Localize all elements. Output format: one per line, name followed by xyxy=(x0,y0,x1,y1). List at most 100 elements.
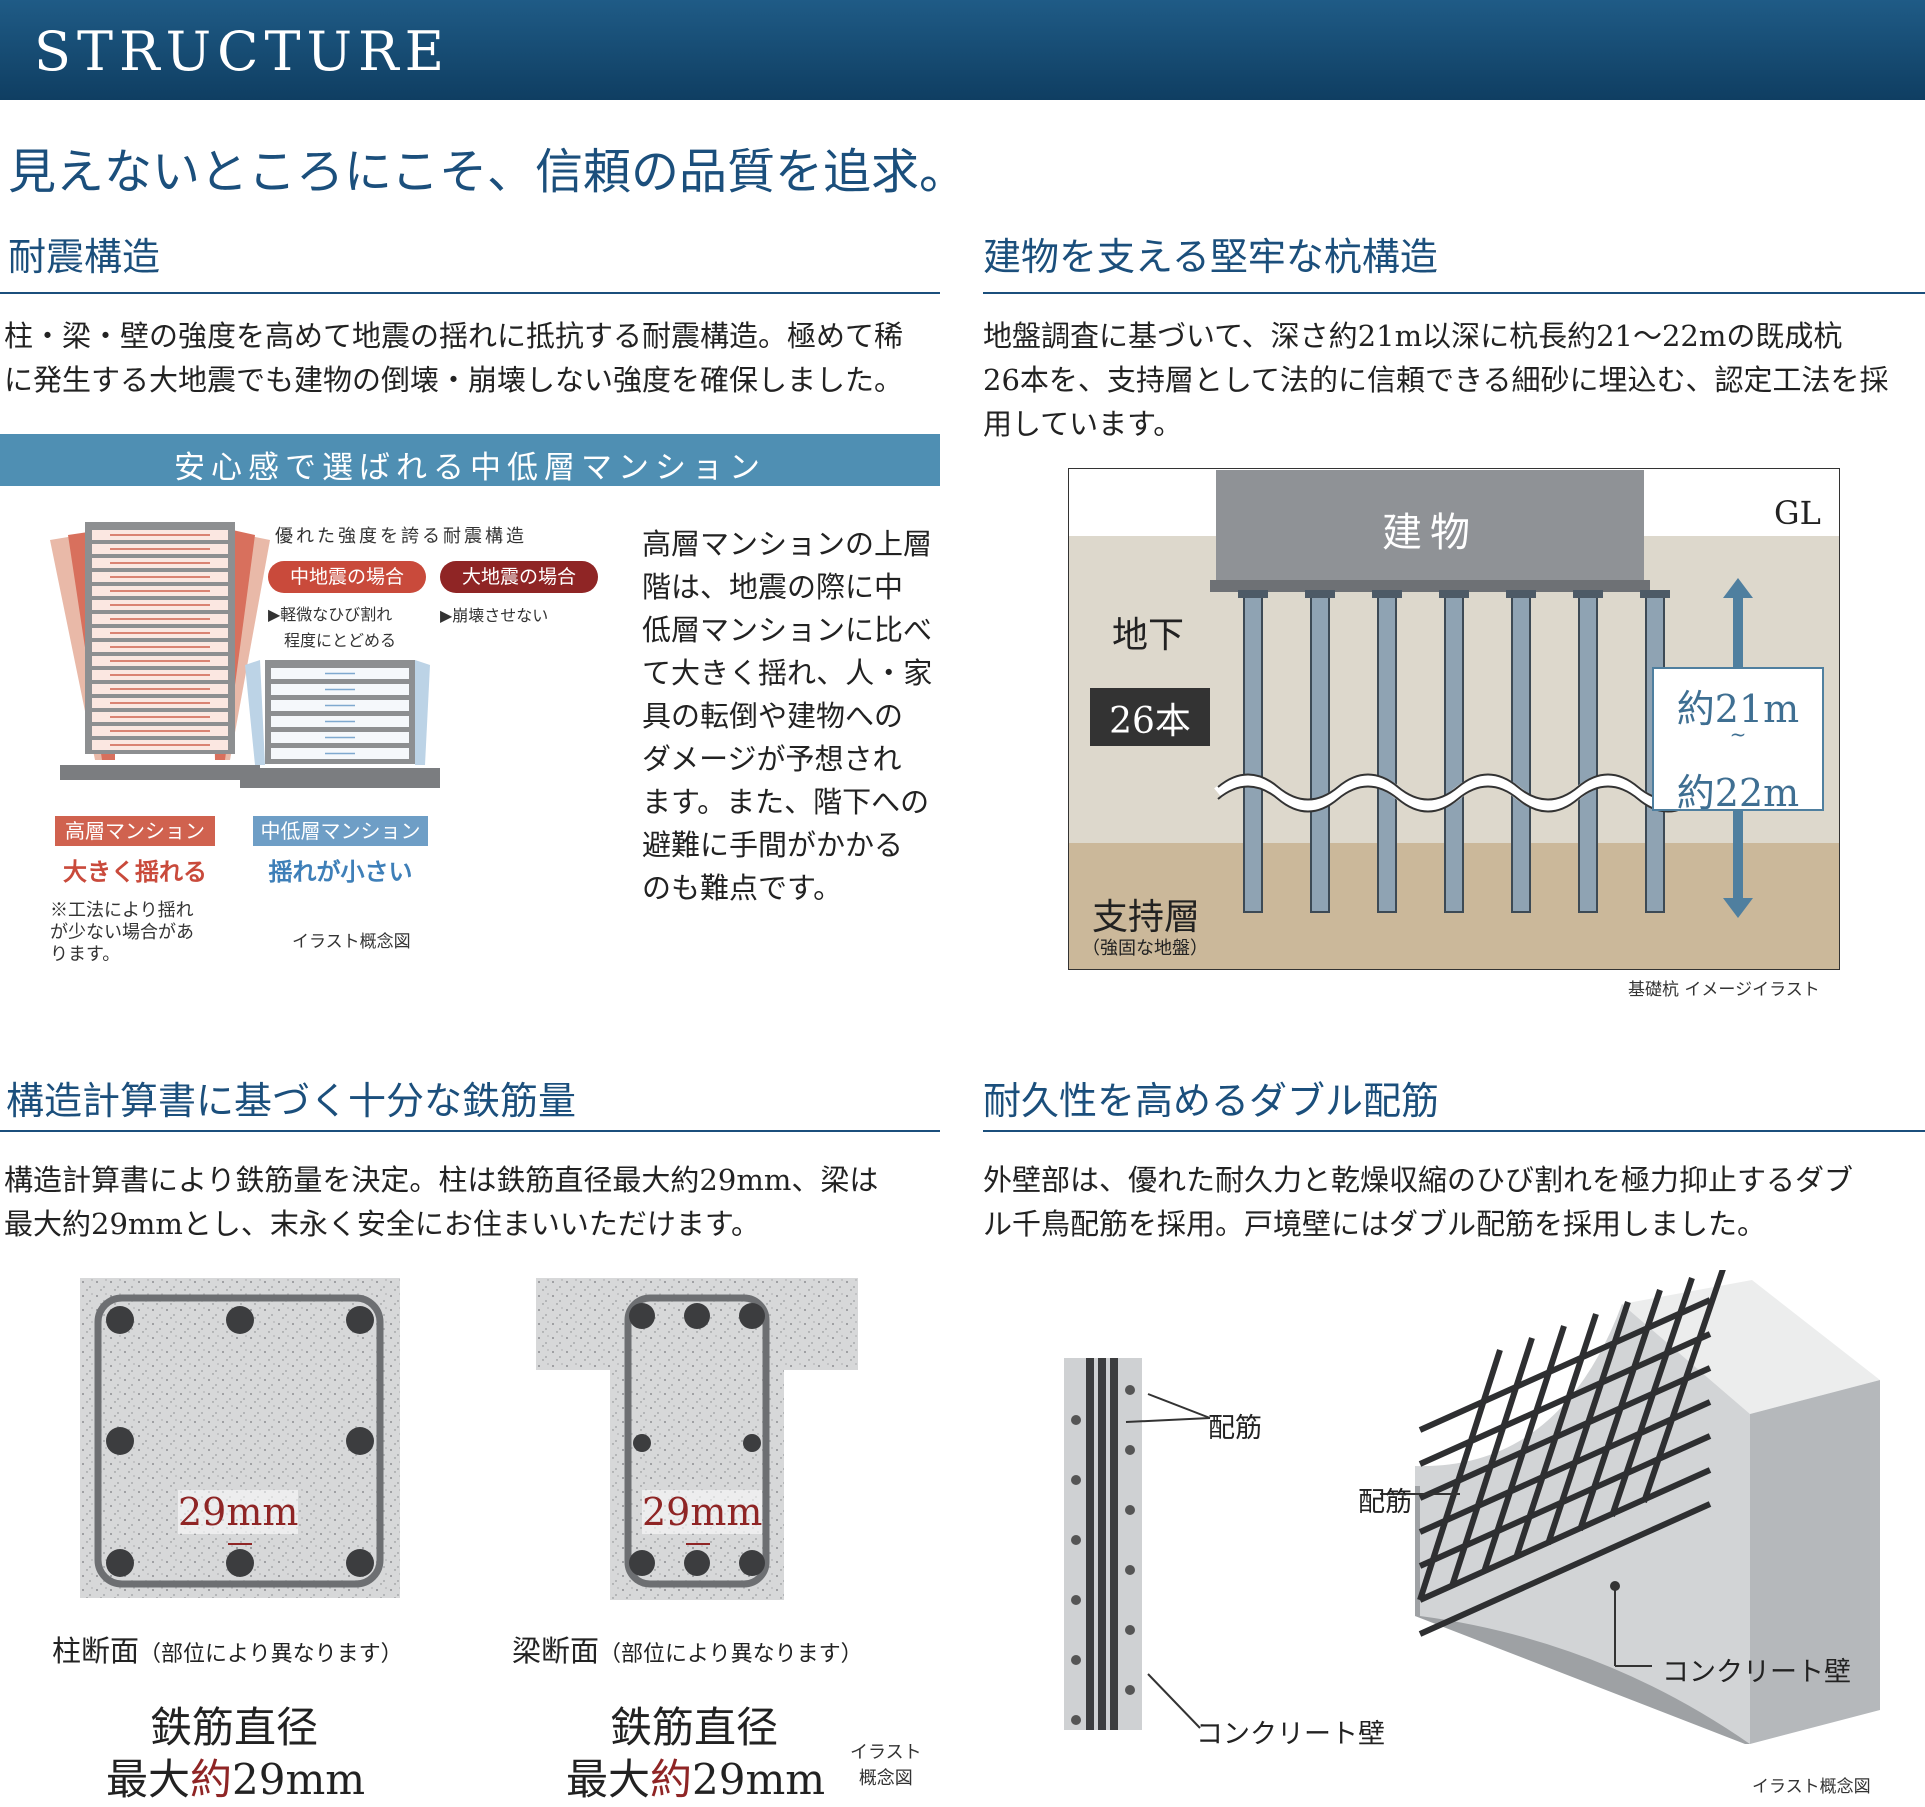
rebar-text: 構造計算書により鉄筋量を決定。柱は鉄筋直径最大約29mm、梁は 最大約29mmと… xyxy=(4,1163,879,1241)
wave-break-bottom xyxy=(1217,785,1699,813)
note-mid: ▶軽微なひび割れ 程度にとどめる xyxy=(268,605,397,650)
mid-rise-illustration xyxy=(240,660,440,788)
block-concrete-label: コンクリート壁 xyxy=(1662,1657,1851,1688)
strength-title: 優れた強度を誇る耐震構造 xyxy=(275,526,527,547)
mid-rise-base xyxy=(240,768,440,788)
pile-cap xyxy=(1439,590,1469,598)
foundation-pile xyxy=(1377,591,1397,913)
wall-dot xyxy=(1125,1685,1135,1695)
column-diameter-label: 鉄筋直径 xyxy=(150,1703,319,1752)
column-section xyxy=(80,1278,400,1598)
beam-bar xyxy=(629,1550,655,1576)
wall-dot xyxy=(1125,1445,1135,1455)
quake-banner xyxy=(0,434,940,486)
high-rise-base xyxy=(60,765,260,780)
mid-sway-right xyxy=(415,660,430,765)
double-text: 外壁部は、優れた耐久力と乾燥収縮のひび割れを極力抑止するダブ ル千鳥配筋を採用。… xyxy=(983,1163,1854,1241)
rebar-pointer-top xyxy=(1147,1393,1211,1419)
wall-dot xyxy=(1071,1595,1081,1605)
rebar-pointer-bottom xyxy=(1125,1417,1211,1423)
pile-title: 建物を支える堅牢な杭構造 xyxy=(983,235,1438,279)
wall-dot xyxy=(1071,1655,1081,1665)
mesh-horizontal-bar xyxy=(1418,1467,1712,1603)
support-label: 支持層 xyxy=(1092,897,1201,938)
beam-concrete xyxy=(536,1278,858,1600)
double-title: 耐久性を高めるダブル配筋 xyxy=(983,1079,1440,1123)
column-dim-label: 29mm xyxy=(178,1490,299,1534)
rebar-title: 構造計算書に基づく十分な鉄筋量 xyxy=(6,1079,577,1123)
support-sub: （強固な地盤） xyxy=(1082,938,1208,959)
pile-diagram xyxy=(1068,468,1840,970)
beam-caption: 梁断面（部位により異なります） xyxy=(512,1634,863,1668)
column-bar xyxy=(226,1306,254,1334)
quake-footnote: ※工法により揺れ が少ない場合があ ります。 xyxy=(50,900,194,965)
beam-bar xyxy=(743,1434,761,1452)
quake-text: 柱・梁・壁の強度を高めて地震の揺れに抵抗する耐震構造。極めて稀 に発生する大地震… xyxy=(4,319,904,397)
quake-title: 耐震構造 xyxy=(8,235,161,279)
low-label: 中低層マンション xyxy=(253,816,428,846)
mid-sway-left xyxy=(245,660,265,765)
vertical-rebar-3 xyxy=(1110,1358,1118,1730)
tall-label: 高層マンション xyxy=(55,816,215,846)
quake-side-text: 高層マンションの上層 階は、地震の際に中 低層マンションに比べ て大きく揺れ、人… xyxy=(642,527,933,905)
depth-arrow-bottom xyxy=(1723,898,1753,918)
depth-top: 約21m xyxy=(1676,687,1800,731)
beam-bar xyxy=(684,1550,710,1576)
quake-rule xyxy=(0,292,940,294)
wave-break-white xyxy=(1214,774,1702,812)
column-bar xyxy=(106,1549,134,1577)
high-rise-illustration xyxy=(50,522,270,780)
vertical-rebar-2 xyxy=(1098,1358,1106,1730)
foundation-pile xyxy=(1578,591,1598,913)
foundation-pile xyxy=(1444,591,1464,913)
beam-max-value: 最大約29mm xyxy=(566,1755,826,1804)
wall-dot xyxy=(1071,1415,1081,1425)
wall-block-side xyxy=(1750,1380,1880,1744)
rebar-illust-note: イラスト 概念図 xyxy=(850,1742,922,1789)
mesh-horizontal-bar xyxy=(1418,1501,1712,1637)
wall-concrete-label: コンクリート壁 xyxy=(1196,1719,1385,1750)
foundation-pile xyxy=(1310,591,1330,913)
column-bar xyxy=(226,1549,254,1577)
beam-bar xyxy=(739,1550,765,1576)
double-rule xyxy=(983,1130,1925,1132)
beam-bar xyxy=(633,1434,651,1452)
pile-cap xyxy=(1640,590,1670,598)
column-caption: 柱断面（部位により異なります） xyxy=(52,1634,403,1668)
tall-caption: 大きく揺れる xyxy=(63,858,207,886)
quake-illust-note: イラスト概念図 xyxy=(292,932,411,952)
rebar-rule xyxy=(0,1130,940,1132)
wall-dot xyxy=(1125,1385,1135,1395)
count-badge xyxy=(1090,688,1210,746)
mesh-horizontal-bar xyxy=(1418,1331,1712,1467)
column-bar xyxy=(346,1549,374,1577)
column-bar xyxy=(346,1306,374,1334)
beam-bar xyxy=(684,1303,710,1329)
pile-text: 地盤調査に基づいて、深さ約21m以深に杭長約21～22mの既成杭 26本を、支持… xyxy=(983,319,1889,441)
building-block xyxy=(1216,470,1644,580)
pile-caption: 基礎杭 イメージイラスト xyxy=(1628,980,1820,1000)
mesh-horizontal-bar xyxy=(1418,1399,1712,1535)
concrete-pointer xyxy=(1147,1673,1201,1729)
underground-label: 地下 xyxy=(1112,615,1185,656)
wall-dot xyxy=(1071,1535,1081,1545)
wall-pointer-dot xyxy=(1610,1581,1620,1591)
wall-dot xyxy=(1125,1565,1135,1575)
vertical-rebar-1 xyxy=(1086,1358,1094,1730)
column-bar xyxy=(346,1427,374,1455)
double-caption: イラスト概念図 xyxy=(1752,1777,1871,1797)
building-label: 建物 xyxy=(1382,510,1478,556)
foundation-pile xyxy=(1511,591,1531,913)
depth-bottom: 約22m xyxy=(1676,771,1800,815)
beam-section xyxy=(536,1278,858,1600)
mesh-horizontal-bar xyxy=(1418,1433,1712,1569)
pile-cap xyxy=(1573,590,1603,598)
beam-dim-label: 29mm xyxy=(642,1490,763,1534)
pile-cap xyxy=(1238,590,1268,598)
wall-dot xyxy=(1125,1505,1135,1515)
tagline: 見えないところにこそ、信頼の品質を追求。 xyxy=(8,144,968,200)
mesh-horizontal-bar xyxy=(1418,1365,1712,1501)
count-label: 26本 xyxy=(1109,701,1191,742)
depth-label-box xyxy=(1652,667,1824,811)
note-large: ▶崩壊させない xyxy=(440,606,549,625)
